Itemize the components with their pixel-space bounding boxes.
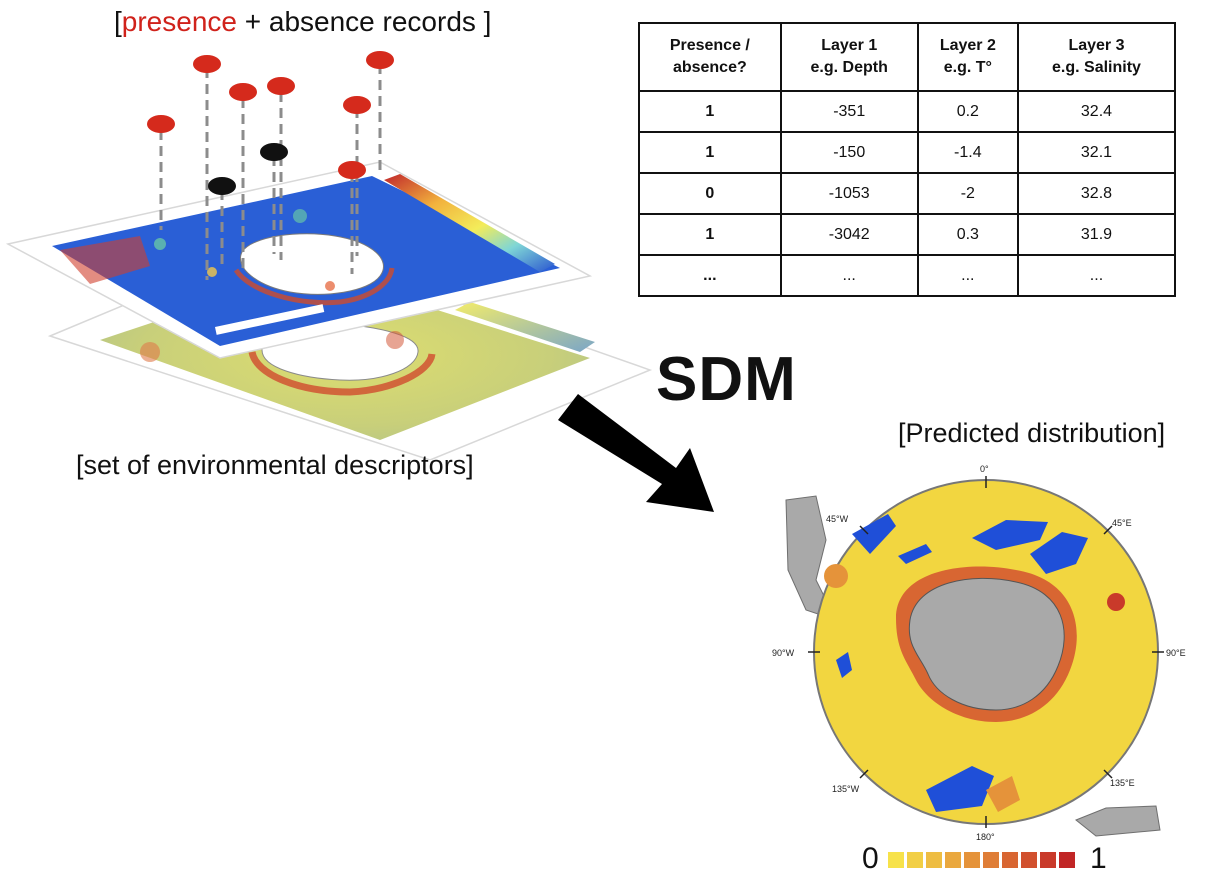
sdm-label: SDM (656, 345, 797, 414)
records-title-rest: + absence records ] (236, 6, 492, 37)
legend-swatch (1059, 852, 1075, 868)
tick-label-180: 180° (976, 832, 995, 842)
legend-swatch (1040, 852, 1056, 868)
legend-swatch (1021, 852, 1037, 868)
legend-swatch (907, 852, 923, 868)
table-cell: ... (638, 254, 782, 297)
legend-max: 1 (1090, 842, 1107, 875)
table-row: 1 -3042 0.3 31.9 (638, 213, 1177, 256)
legend-swatch (888, 852, 904, 868)
table-cell: 1 (638, 90, 782, 133)
records-title-open: [ (114, 6, 122, 37)
table-cell: -1053 (779, 172, 919, 215)
legend-swatch (1002, 852, 1018, 868)
tick-label-90w: 90°W (772, 648, 795, 658)
legend-min: 0 (862, 842, 879, 875)
predicted-distribution-caption: [Predicted distribution] (898, 418, 1166, 448)
absence-marker (260, 143, 288, 161)
table-cell: 32.8 (1016, 172, 1177, 215)
header-presence: Presence /absence? (638, 22, 782, 92)
environmental-layers-illustration (5, 51, 653, 460)
legend-bar (888, 852, 1075, 868)
tick-label-90e: 90°E (1166, 648, 1186, 658)
table-cell: -1.4 (916, 131, 1019, 174)
table-cell: 0.2 (916, 90, 1019, 133)
presence-marker (338, 161, 366, 179)
tick-label-135w: 135°W (832, 784, 860, 794)
table-cell: -150 (779, 131, 919, 174)
table-row: 0 -1053 -2 32.8 (638, 172, 1177, 215)
table-cell: 0.3 (916, 213, 1019, 256)
table-cell: 32.4 (1016, 90, 1177, 133)
arrow-icon (558, 394, 714, 512)
absence-marker (208, 177, 236, 195)
table-row: ... ... ... ... (638, 254, 1177, 297)
table-cell: ... (779, 254, 919, 297)
legend-swatch (964, 852, 980, 868)
table-cell: ... (1016, 254, 1177, 297)
env-descriptors-caption: [set of environmental descriptors] (76, 450, 474, 480)
presence-marker (366, 51, 394, 69)
table-cell: -2 (916, 172, 1019, 215)
table-row: 1 -351 0.2 32.4 (638, 90, 1177, 133)
presence-marker (229, 83, 257, 101)
table-cell: -3042 (779, 213, 919, 256)
presence-marker (193, 55, 221, 73)
predicted-distribution-map (785, 476, 1164, 837)
table-cell: -351 (779, 90, 919, 133)
table-cell: 32.1 (1016, 131, 1177, 174)
table-cell: 31.9 (1016, 213, 1177, 256)
presence-marker (147, 115, 175, 133)
table-cell: ... (916, 254, 1019, 297)
records-title-presence: presence (121, 6, 237, 37)
top-layer (5, 161, 593, 359)
tick-label-45e: 45°E (1112, 518, 1132, 528)
table-cell: 0 (638, 172, 782, 215)
legend-swatch (926, 852, 942, 868)
presence-marker (343, 96, 371, 114)
table-row: 1 -150 -1.4 32.1 (638, 131, 1177, 174)
presence-marker (267, 77, 295, 95)
tick-label-135e: 135°E (1110, 778, 1135, 788)
table-cell: 1 (638, 213, 782, 256)
record-pins (147, 51, 394, 280)
table-cell: 1 (638, 131, 782, 174)
records-title: [presence + absence records ] (114, 6, 491, 38)
legend-swatch (945, 852, 961, 868)
legend-swatch (983, 852, 999, 868)
tick-label-0: 0° (980, 464, 989, 474)
tick-label-45w: 45°W (826, 514, 849, 524)
